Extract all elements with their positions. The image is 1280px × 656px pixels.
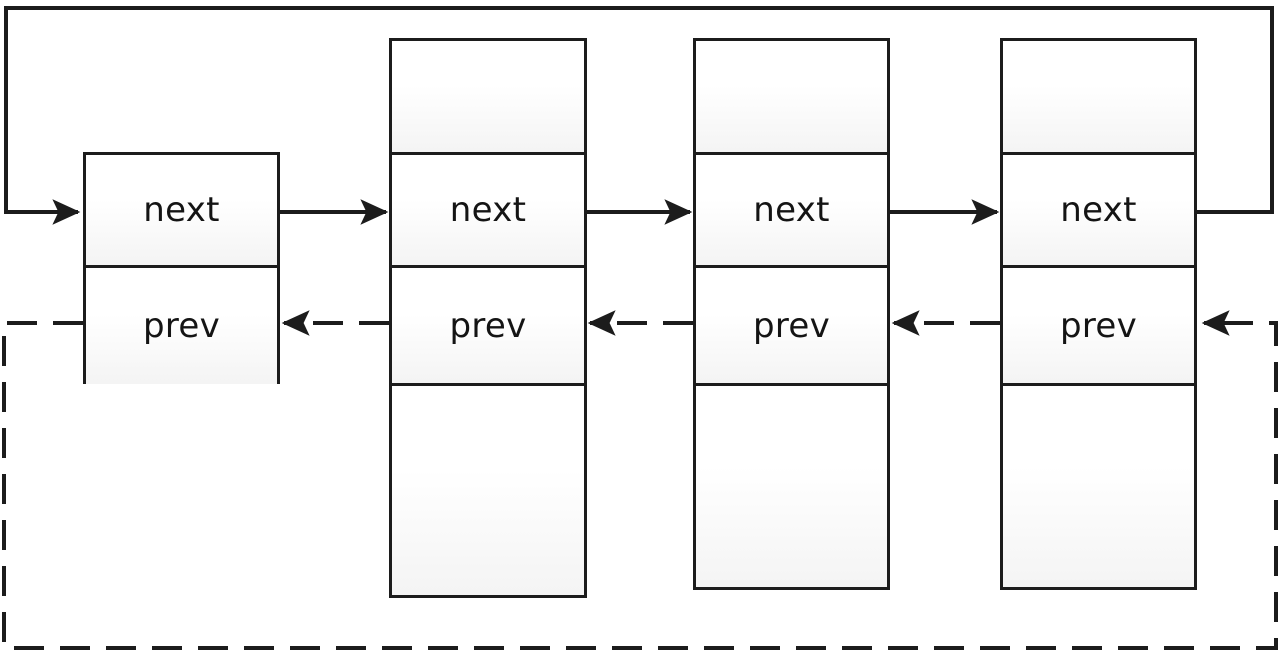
node-4-next-cell[interactable]: next bbox=[1003, 155, 1194, 268]
node-2-blank-cell-top[interactable] bbox=[392, 41, 584, 155]
node-4-prev-cell[interactable]: prev bbox=[1003, 268, 1194, 386]
node-2-blank-cell-bottom[interactable] bbox=[392, 386, 584, 595]
node-3-prev-cell[interactable]: prev bbox=[696, 268, 887, 386]
node-3-next-label: next bbox=[753, 190, 830, 230]
node-3-prev-label: prev bbox=[752, 305, 831, 346]
node-1-prev-cell[interactable]: prev bbox=[86, 268, 277, 384]
node-2-next-cell[interactable]: next bbox=[392, 155, 584, 268]
list-node-4[interactable]: next prev bbox=[1000, 38, 1197, 590]
node-1-next-label: next bbox=[143, 190, 220, 230]
node-4-blank-cell-bottom[interactable] bbox=[1003, 386, 1194, 587]
node-2-prev-cell[interactable]: prev bbox=[392, 268, 584, 386]
list-node-3[interactable]: next prev bbox=[693, 38, 890, 590]
node-3-blank-cell-bottom[interactable] bbox=[696, 386, 887, 587]
node-4-prev-label: prev bbox=[1059, 305, 1138, 346]
node-4-blank-cell-top[interactable] bbox=[1003, 41, 1194, 155]
node-1-prev-label: prev bbox=[142, 306, 221, 346]
list-node-1[interactable]: next prev bbox=[83, 152, 280, 384]
node-4-next-label: next bbox=[1060, 190, 1137, 230]
wrap-around-next-arrow bbox=[4, 6, 1274, 225]
node-1-next-cell[interactable]: next bbox=[86, 155, 277, 268]
list-node-2[interactable]: next prev bbox=[389, 38, 587, 598]
wrap-around-prev-arrow bbox=[2, 310, 1278, 650]
node-2-prev-label: prev bbox=[449, 305, 527, 346]
node-2-next-label: next bbox=[449, 190, 527, 230]
node-3-blank-cell-top[interactable] bbox=[696, 41, 887, 155]
node-3-next-cell[interactable]: next bbox=[696, 155, 887, 268]
